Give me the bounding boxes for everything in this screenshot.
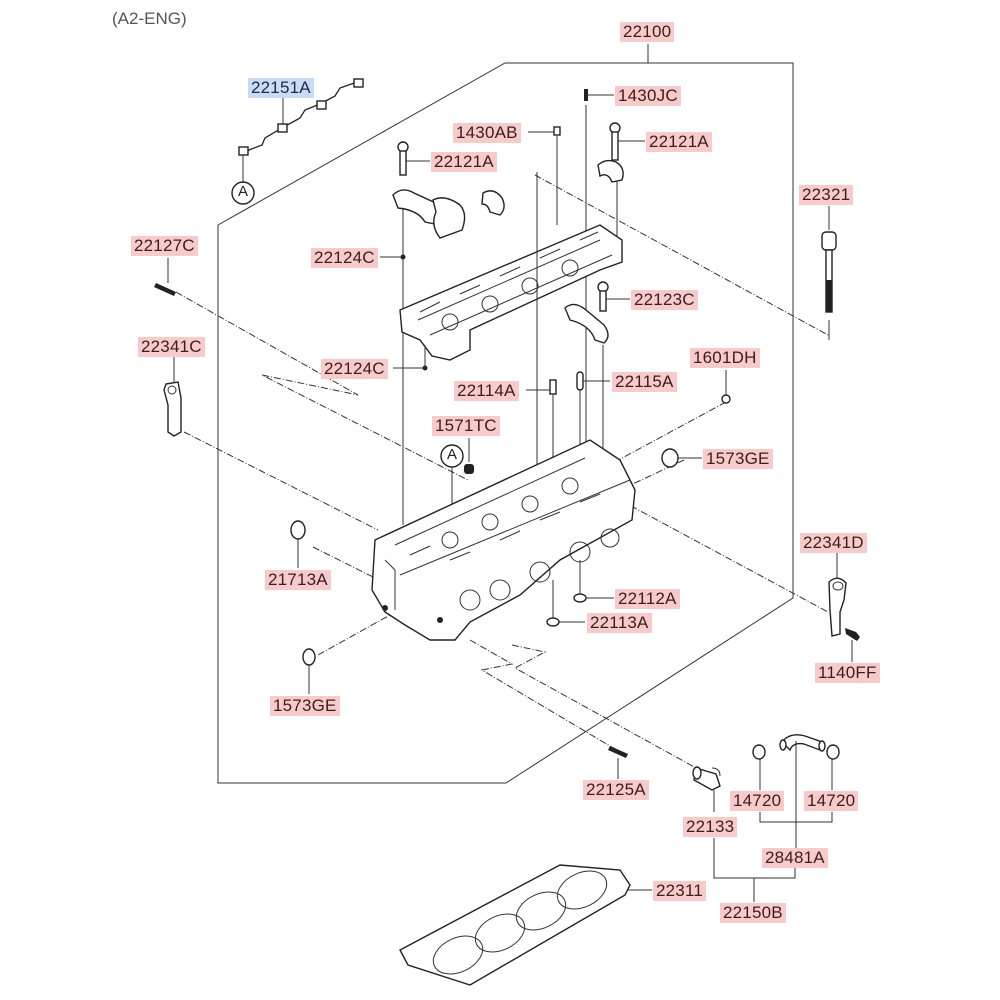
part-label-22125A[interactable]: 22125A — [583, 780, 649, 800]
part-label-1573GE[interactable]: 1573GE — [270, 696, 340, 716]
part-label-22114A[interactable]: 22114A — [454, 381, 519, 401]
reference-marker-label: A — [237, 183, 248, 200]
stud-22127C[interactable] — [154, 258, 176, 296]
part-label-21713A[interactable]: 21713A — [265, 570, 331, 590]
alignment-line — [619, 499, 829, 613]
plug-21713A[interactable] — [290, 520, 306, 568]
reference-marker-a — [231, 181, 255, 205]
bolt-1430JC[interactable] — [584, 89, 614, 470]
cylinder-head[interactable] — [371, 439, 636, 641]
part-label-22121A[interactable]: 22121A — [646, 132, 712, 152]
part-label-22341D[interactable]: 22341D — [800, 533, 867, 553]
ball-1601DH[interactable] — [721, 370, 731, 404]
seal-22113A[interactable] — [546, 580, 585, 627]
bolt-1140FF[interactable] — [845, 628, 860, 662]
part-label-22115A[interactable]: 22115A — [612, 372, 677, 392]
clamp-14720[interactable] — [826, 744, 840, 790]
part-label-22341C[interactable]: 22341C — [138, 337, 205, 357]
plug-1573GE[interactable] — [302, 648, 316, 694]
part-label-22112A[interactable]: 22112A — [615, 589, 680, 609]
part-label-1430AB[interactable]: 1430AB — [453, 123, 521, 143]
alignment-line — [534, 174, 829, 336]
alignment-line — [183, 431, 379, 531]
part-label-22100[interactable]: 22100 — [620, 22, 675, 42]
part-label-22121A[interactable]: 22121A — [431, 152, 497, 172]
bolt-22123C[interactable] — [597, 281, 630, 470]
bolt-22121A[interactable] — [397, 141, 430, 525]
part-label-28481A[interactable]: 28481A — [762, 848, 828, 868]
engine-caption: (A2-ENG) — [112, 9, 187, 28]
head-bolt-22321[interactable] — [821, 206, 837, 340]
camshaft-carrier-22124[interactable] — [399, 224, 623, 361]
part-label-22150B[interactable]: 22150B — [720, 903, 786, 923]
bracket-22341C[interactable] — [163, 356, 182, 437]
hose-28481A[interactable] — [759, 734, 833, 848]
head-gasket-22311[interactable] — [399, 864, 652, 986]
fitting-22133[interactable] — [692, 766, 796, 902]
bracket-22341D[interactable] — [828, 552, 847, 637]
plug-1573GE[interactable] — [661, 448, 702, 468]
part-label-22321[interactable]: 22321 — [799, 185, 854, 205]
alignment-line — [175, 291, 469, 481]
part-label-22124C[interactable]: 22124C — [311, 248, 378, 268]
part-label-1573GE[interactable]: 1573GE — [703, 449, 773, 469]
part-label-22123C[interactable]: 22123C — [631, 290, 698, 310]
alignment-line — [511, 644, 697, 769]
part-label-1140FF[interactable]: 1140FF — [815, 663, 880, 683]
alignment-line — [312, 546, 376, 579]
part-label-1571TC[interactable]: 1571TC — [432, 416, 500, 436]
part-label-1601DH[interactable]: 1601DH — [690, 348, 760, 368]
alignment-line — [469, 639, 621, 753]
part-label-14720[interactable]: 14720 — [730, 791, 785, 811]
part-label-22151A[interactable]: 22151A — [248, 78, 314, 98]
assembly-outline — [217, 62, 794, 784]
reference-marker-label: A — [446, 446, 457, 463]
wiring-harness-22151A[interactable] — [238, 78, 364, 182]
seal-22112A[interactable] — [573, 560, 614, 603]
part-label-22133[interactable]: 22133 — [683, 817, 738, 837]
part-label-1430JC[interactable]: 1430JC — [615, 86, 681, 106]
stud-22125A[interactable] — [608, 746, 628, 779]
part-label-22113A[interactable]: 22113A — [587, 613, 652, 633]
part-label-22127C[interactable]: 22127C — [131, 236, 198, 256]
part-label-22124C[interactable]: 22124C — [321, 359, 388, 379]
alignment-line — [317, 614, 391, 656]
part-label-22311[interactable]: 22311 — [653, 881, 707, 901]
clamp-14720[interactable] — [752, 744, 766, 790]
plug-1430AB[interactable] — [528, 126, 561, 225]
plug-1571TC[interactable] — [464, 438, 474, 474]
part-label-14720[interactable]: 14720 — [804, 791, 859, 811]
bearing-caps[interactable] — [392, 159, 624, 344]
